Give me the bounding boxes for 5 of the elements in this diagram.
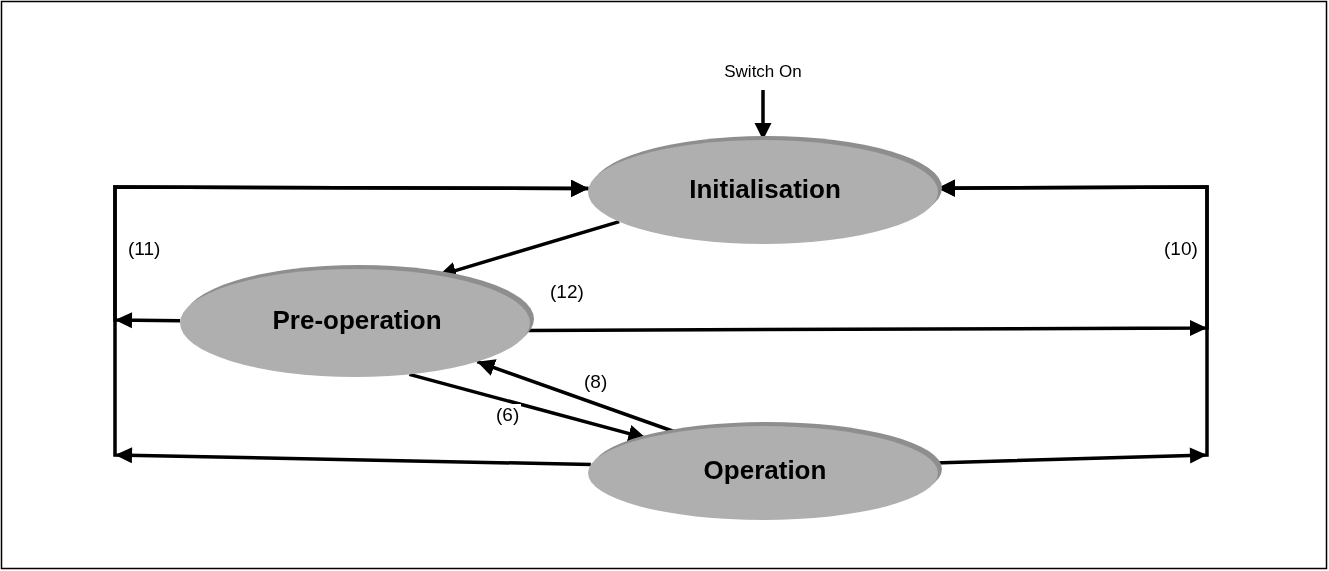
edge-label: (6) [494, 404, 522, 426]
state-label: Initialisation [688, 174, 842, 205]
state-label: Operation [702, 455, 828, 486]
start-label: Switch On [713, 62, 813, 84]
state-label: Pre-operation [271, 305, 443, 336]
